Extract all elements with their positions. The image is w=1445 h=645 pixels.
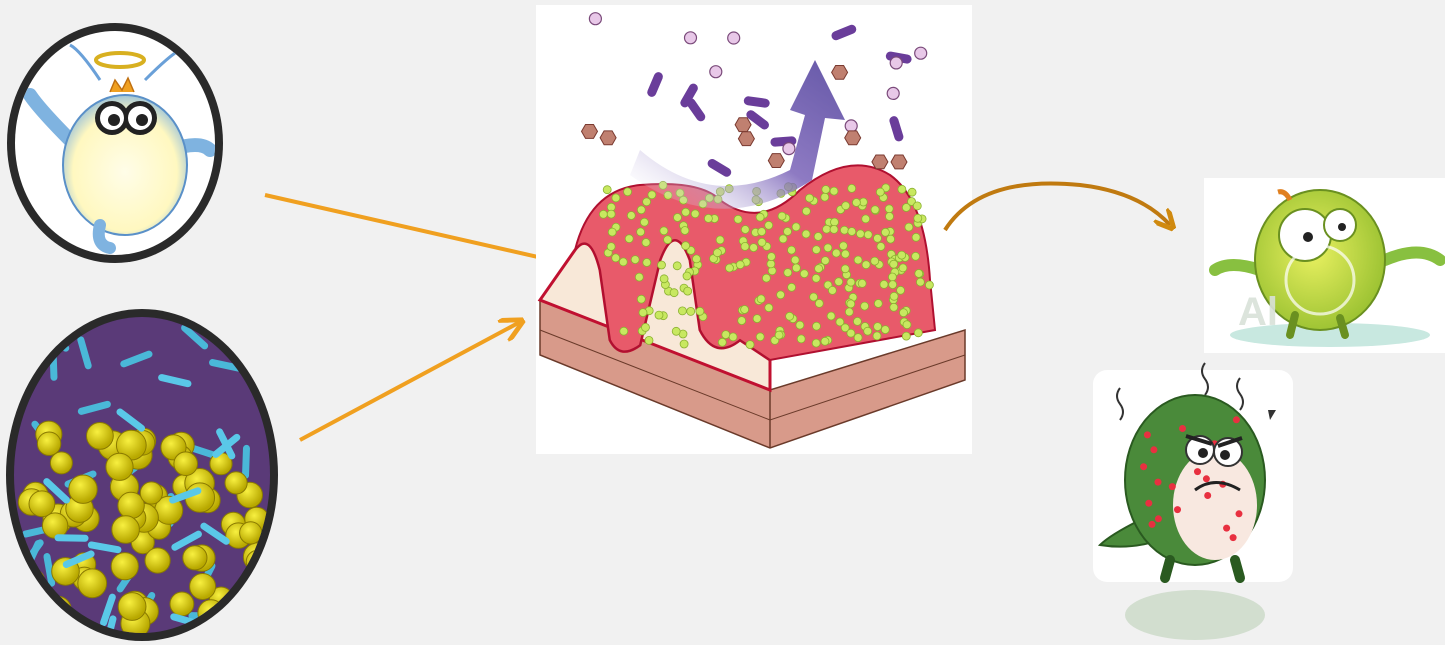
arrow-mucosa-to-sick [945, 183, 1170, 230]
bad-microbe-node [1093, 363, 1293, 640]
bacteria-micrograph-icon [0, 300, 300, 645]
sick-microbe-node: Al [1204, 178, 1445, 353]
intestinal-mucosa-node [536, 5, 972, 454]
gut-flora-node [0, 300, 300, 645]
sick-microbe-watermark: Al [1238, 290, 1278, 334]
arrow-flora-to-mucosa [300, 322, 520, 440]
bad-microbe-reflection [1125, 590, 1265, 640]
arrow-good-to-mucosa [265, 195, 560, 262]
good-microbe-node [7, 23, 223, 263]
